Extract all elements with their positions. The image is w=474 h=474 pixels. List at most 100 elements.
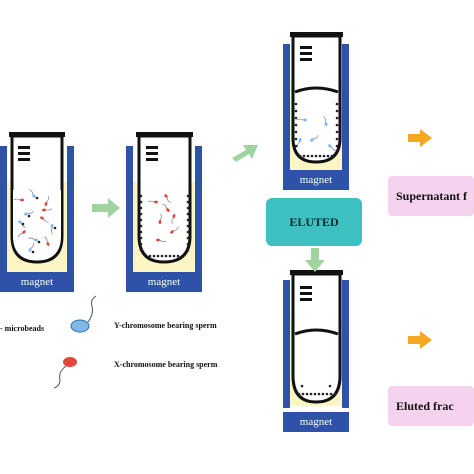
arrow-orange-bottom — [408, 331, 432, 349]
microbead-mark — [335, 123, 339, 127]
magnet-frame — [0, 146, 7, 274]
microbead-mark — [300, 384, 304, 388]
microbead-mark — [53, 226, 57, 230]
microbead-mark — [172, 254, 176, 258]
microbead-mark — [297, 392, 301, 396]
sperm-mark — [296, 118, 307, 122]
sperm-y-icon — [70, 295, 97, 333]
microbead-mark — [186, 218, 190, 222]
sperm-mark — [13, 198, 24, 202]
microbead-mark — [139, 200, 143, 204]
sperm-mark — [44, 236, 50, 246]
microbead-mark — [139, 206, 143, 210]
microbead-mark — [186, 212, 190, 216]
microbead-mark — [335, 102, 339, 106]
microbead-mark — [156, 254, 160, 258]
microbead-mark — [335, 144, 339, 148]
microbead-mark — [168, 254, 172, 258]
microbead-mark — [294, 102, 298, 106]
magnet-label-3: magnet — [299, 174, 333, 186]
eluted-fraction-box: Eluted frac — [388, 386, 474, 426]
arrow-down — [305, 248, 325, 272]
sperm-mark — [328, 144, 337, 151]
microbead-mark — [317, 392, 321, 396]
microbead-mark — [160, 254, 164, 258]
microbead-mark — [314, 154, 318, 158]
sperm-x-icon — [53, 357, 77, 389]
microbead-mark — [325, 392, 329, 396]
microbead-mark — [326, 154, 330, 158]
microbead-mark — [328, 384, 332, 388]
sperm-mark — [28, 242, 34, 252]
microbead-mark — [139, 194, 143, 198]
microbead-mark — [294, 144, 298, 148]
microbead-mark — [322, 154, 326, 158]
sperm-mark — [29, 189, 36, 198]
microbead-mark — [333, 392, 337, 396]
microbead-mark — [335, 116, 339, 120]
sperm-mark — [323, 116, 328, 126]
microbead-mark — [186, 236, 190, 240]
sperm-mark — [170, 226, 179, 234]
microbead-mark — [27, 214, 31, 218]
sperm-mark — [147, 200, 158, 204]
microbead-mark — [335, 137, 339, 141]
sperm-mark — [17, 230, 26, 238]
microbead-mark — [186, 248, 190, 252]
tube-4-eluted — [283, 270, 349, 432]
microbead-mark — [139, 236, 143, 240]
sperm-mark — [24, 210, 34, 216]
microbead-mark — [294, 116, 298, 120]
arrow-right-1 — [92, 198, 120, 218]
microbead-mark — [148, 254, 152, 258]
microbead-mark — [294, 130, 298, 134]
microbead-mark — [335, 130, 339, 134]
microbead-mark — [301, 392, 305, 396]
microbead-mark — [37, 240, 41, 244]
microbead-mark — [31, 250, 35, 254]
microbead-mark — [35, 196, 39, 200]
microbead-mark — [321, 392, 325, 396]
microbead-mark — [302, 154, 306, 158]
microbead-mark — [186, 242, 190, 246]
sperm-mark — [44, 196, 49, 206]
microbead-mark — [21, 222, 25, 226]
microbead-mark — [164, 254, 168, 258]
microbead-mark — [313, 392, 317, 396]
arrow-up-right — [232, 145, 258, 162]
sperm-mark — [42, 208, 53, 212]
microbead-mark — [139, 224, 143, 228]
microbead-mark — [330, 154, 334, 158]
microbead-mark — [335, 109, 339, 113]
microbead-mark — [139, 212, 143, 216]
microbead-mark — [309, 392, 313, 396]
sperm-mark — [156, 238, 167, 243]
tube-3-supernatant — [283, 32, 349, 190]
microbead-mark — [139, 230, 143, 234]
sperm-mark — [164, 194, 171, 203]
tube-2-separating — [126, 132, 202, 292]
microbead-mark — [152, 254, 156, 258]
microbead-mark — [139, 248, 143, 252]
microbead-mark — [139, 242, 143, 246]
microbead-mark — [294, 123, 298, 127]
arrow-orange-top — [408, 129, 432, 147]
sperm-mark — [310, 134, 319, 142]
sperm-mark — [50, 224, 54, 235]
eluted-box: ELUTED — [266, 198, 362, 246]
microbead-mark — [318, 154, 322, 158]
microbead-mark — [294, 109, 298, 113]
microbead-mark — [186, 224, 190, 228]
magnet-label-4: magnet — [299, 416, 333, 428]
magnet-label-1: magnet — [20, 276, 54, 288]
microbead-mark — [294, 137, 298, 141]
magnet-label-2: magnet — [147, 276, 181, 288]
tube-1-mixed — [0, 132, 74, 292]
microbead-mark — [306, 154, 310, 158]
sperm-mark — [40, 216, 49, 223]
supernatant-fraction-box: Supernatant f — [388, 176, 474, 216]
microbead-mark — [176, 254, 180, 258]
microbead-mark — [329, 392, 333, 396]
sperm-mark — [28, 237, 38, 242]
